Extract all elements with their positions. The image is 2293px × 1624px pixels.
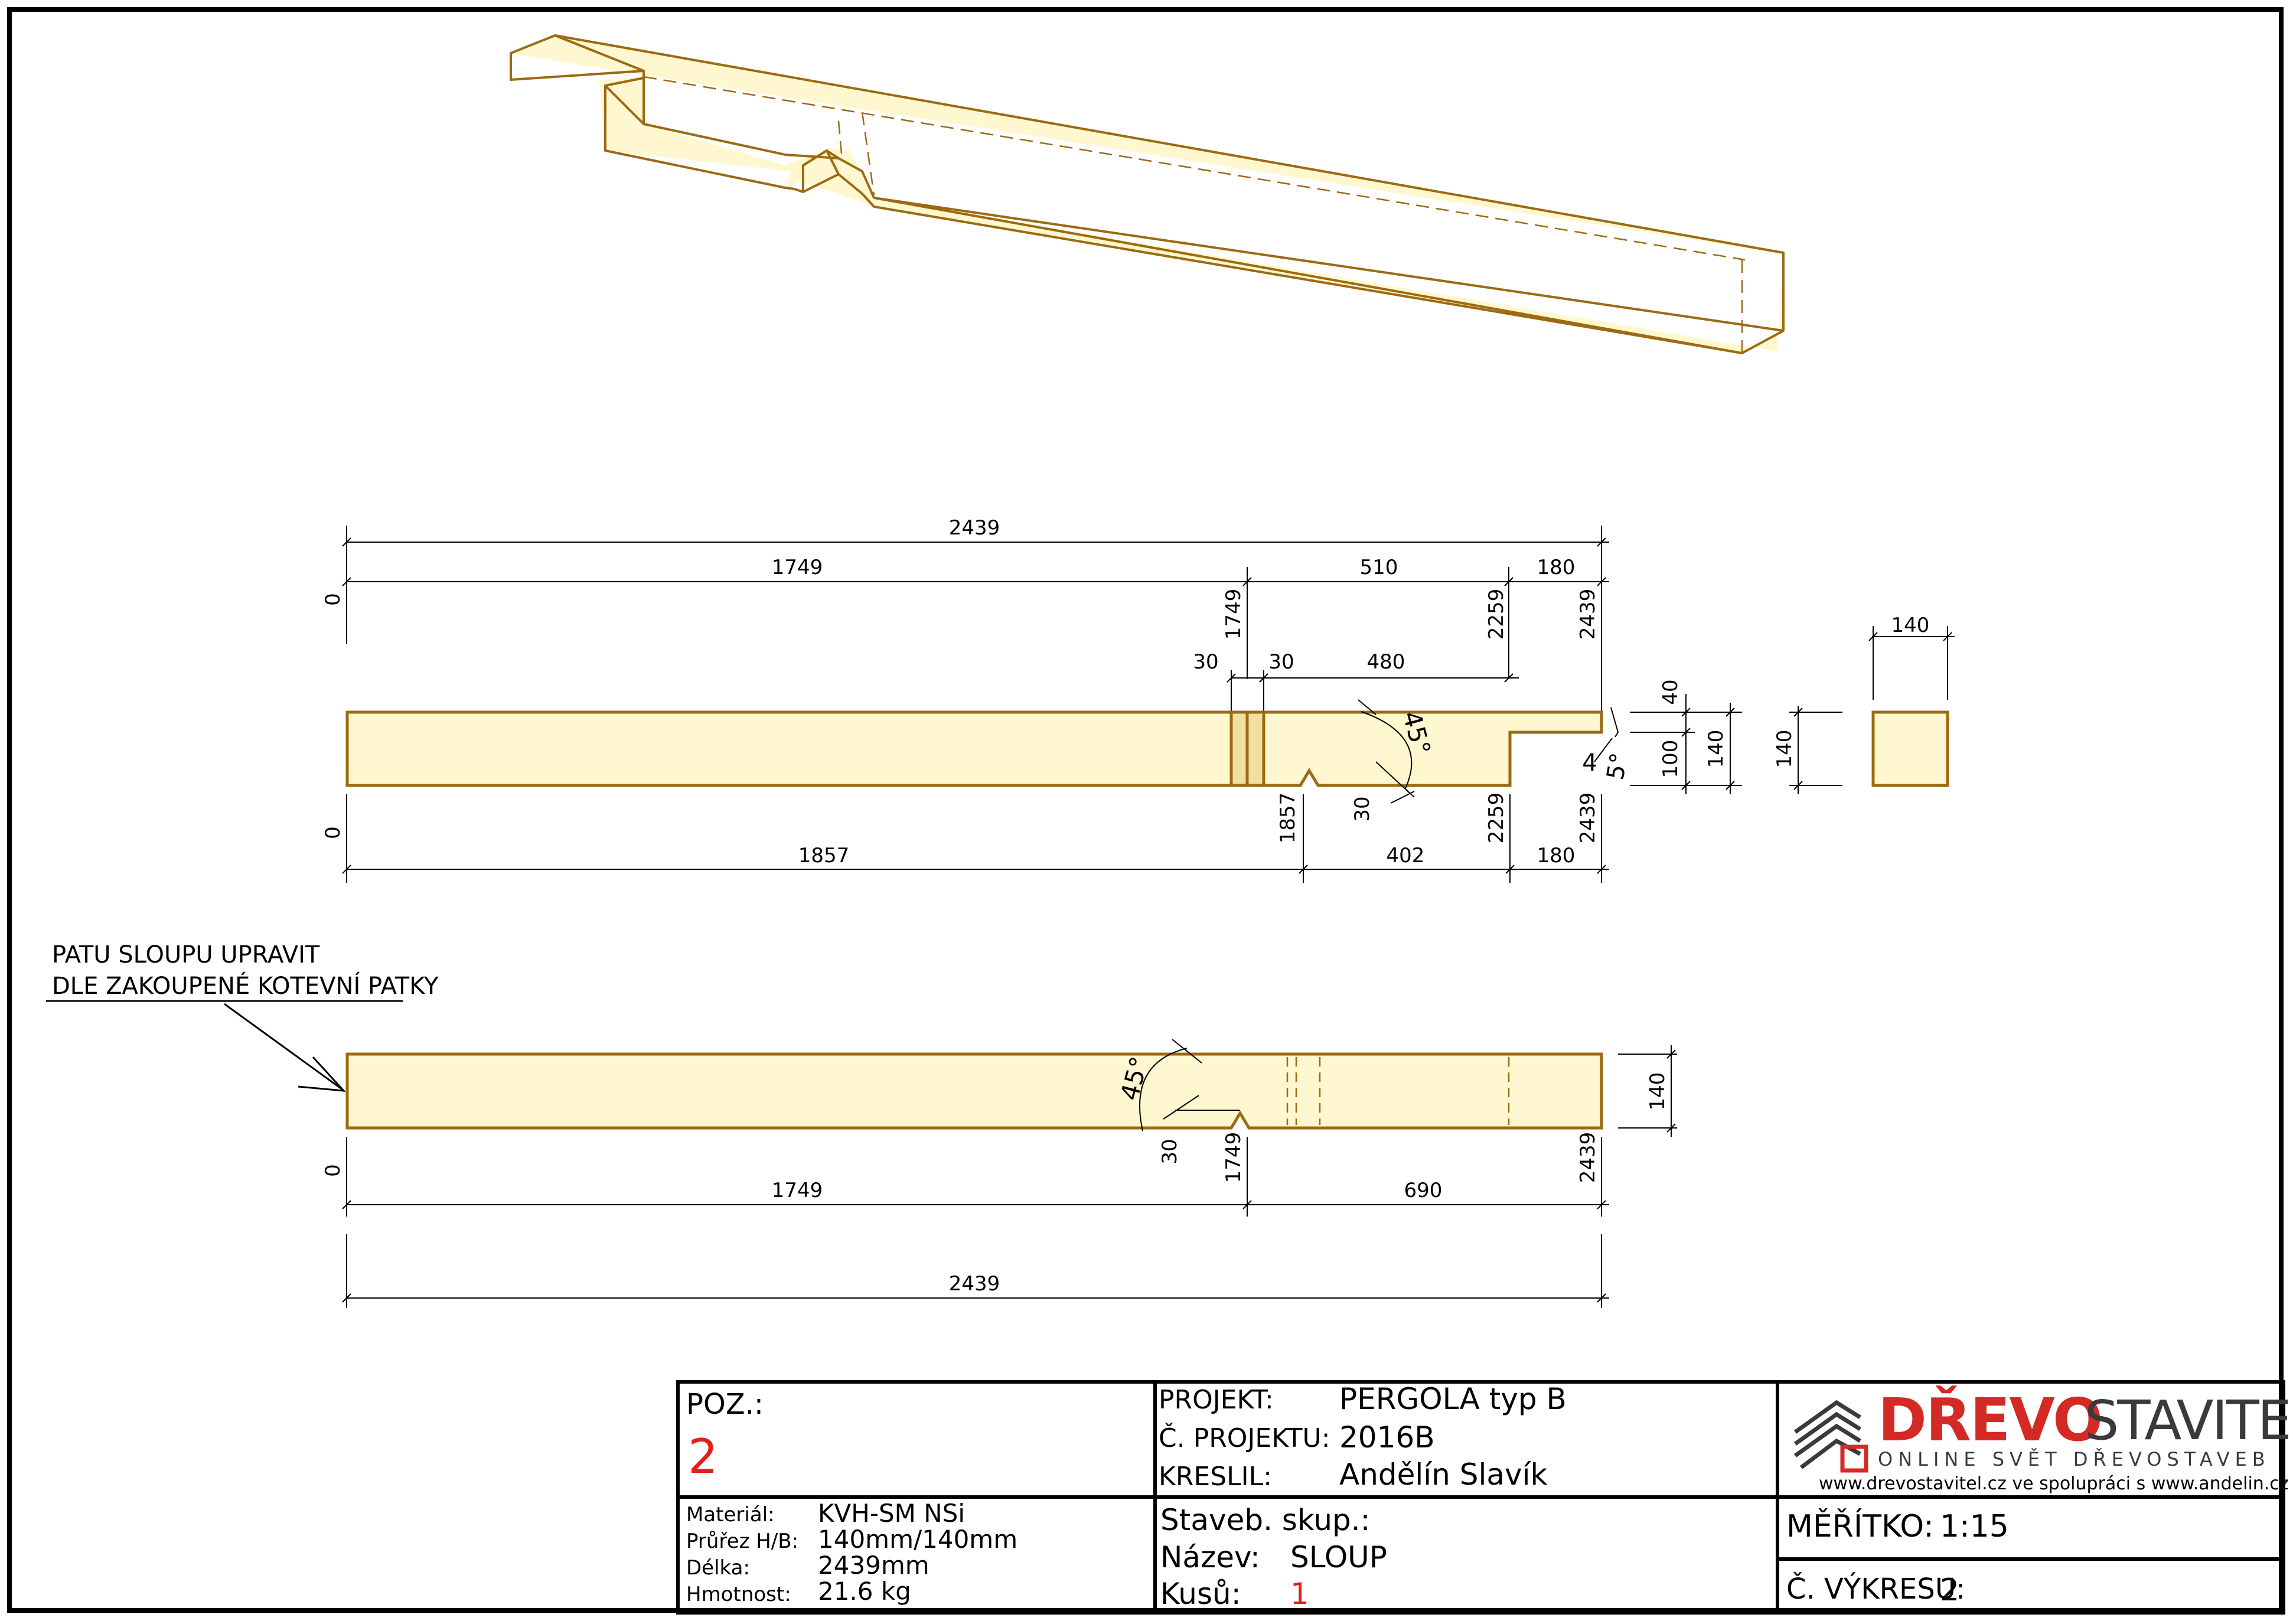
vykres-value: 2	[1940, 1573, 1960, 1608]
iso-top-face	[511, 35, 1783, 254]
ord-2439: 2439	[1576, 589, 1600, 640]
dim-510: 510	[1360, 556, 1398, 579]
note-line-2: DLE ZAKOUPENÉ KOTEVNÍ PATKY	[52, 971, 439, 1000]
prurez-value: 140mm/140mm	[818, 1525, 1018, 1554]
delka-label: Délka:	[686, 1556, 750, 1580]
logo-text-stavitel: STAVITEL	[2085, 1389, 2293, 1452]
front-dim-5deg: 5°	[1602, 751, 1633, 782]
dim-40: 40	[1659, 679, 1682, 705]
side-dim-total-2439: 2439	[949, 1272, 1000, 1296]
dim-30-right: 30	[1268, 650, 1294, 674]
front-view-top-dim-labels: 2439 1749 510 180 0 1749 2259 2439 30 30…	[321, 516, 1600, 674]
drawing-frame	[7, 7, 2284, 1613]
staveb-skup-label: Staveb. skup.:	[1160, 1503, 1371, 1537]
projekt-label: PROJEKT:	[1159, 1385, 1274, 1415]
dim-100: 100	[1659, 740, 1682, 778]
ord-1749: 1749	[1222, 589, 1245, 640]
front-view-top-dimensions	[342, 526, 1609, 726]
ord-2259: 2259	[1485, 589, 1508, 640]
delka-value: 2439mm	[818, 1551, 929, 1580]
nazev-label: Název:	[1160, 1540, 1260, 1574]
bottom-dim-402: 402	[1387, 844, 1425, 868]
bottom-ord-2259: 2259	[1485, 793, 1508, 844]
dim-180: 180	[1537, 556, 1576, 579]
prurez-label: Průřez H/B:	[686, 1530, 799, 1553]
front-dim-4: 4	[1582, 749, 1597, 777]
iso-outline	[510, 34, 1785, 354]
ord-0: 0	[321, 593, 345, 606]
side-dim-30: 30	[1158, 1139, 1182, 1164]
front-view-bottom-dimensions	[342, 794, 1609, 883]
side-angle-annot	[1139, 1039, 1240, 1131]
dim-30-left: 30	[1193, 650, 1218, 674]
material-label: Materiál:	[686, 1503, 775, 1527]
bottom-ord-0: 0	[321, 826, 345, 839]
company-logo	[1793, 1400, 1868, 1473]
side-height-dim	[1618, 1045, 1677, 1137]
material-value: KVH-SM NSi	[818, 1499, 966, 1528]
side-dim-1749: 1749	[772, 1179, 823, 1202]
kreslil-value: Andělín Slavík	[1339, 1457, 1548, 1492]
side-dim-690: 690	[1404, 1179, 1443, 1202]
bottom-ord-2439: 2439	[1576, 793, 1600, 844]
vykres-label: Č. VÝKRESU:	[1786, 1573, 1966, 1606]
cross-section: 140 140	[1773, 614, 1955, 794]
projekt-value: PERGOLA typ B	[1339, 1382, 1567, 1416]
logo-tagline: ONLINE SVĚT DŘEVOSTAVEB	[1878, 1448, 2271, 1470]
bottom-ord-1857: 1857	[1276, 793, 1300, 844]
cislo-projektu-label: Č. PROJEKTU:	[1159, 1423, 1330, 1453]
kreslil-label: KRESLIL:	[1159, 1462, 1272, 1492]
bottom-dim-1857: 1857	[798, 844, 850, 868]
section-height-140: 140	[1773, 730, 1796, 768]
meritko-label: MĚŘÍTKO:	[1786, 1509, 1934, 1544]
note-line-1: PATU SLOUPU UPRAVIT	[52, 941, 320, 968]
side-view-dimensions	[342, 1137, 1609, 1308]
hmotnost-value: 21.6 kg	[818, 1577, 911, 1606]
logo-text-drevo: DŘEVO	[1878, 1385, 2103, 1455]
kusu-value: 1	[1290, 1577, 1309, 1611]
dim-total-2439: 2439	[949, 516, 1000, 540]
side-ord-0: 0	[321, 1164, 345, 1177]
side-ord-1749: 1749	[1222, 1132, 1245, 1183]
side-view-dim-labels: 0 1749 2439 1749 690 2439	[321, 1132, 1600, 1296]
front-view-beam	[345, 707, 1619, 787]
side-ord-2439: 2439	[1576, 1132, 1600, 1183]
front-beam-outline	[345, 710, 1603, 787]
poz-label: POZ.:	[686, 1388, 764, 1421]
front-angle-annot	[1358, 699, 1613, 804]
logo-roof-icon	[1793, 1400, 1868, 1473]
cislo-projektu-value: 2016B	[1339, 1420, 1435, 1455]
front-view-right-dims	[1630, 694, 1742, 794]
nazev-value: SLOUP	[1290, 1540, 1387, 1574]
bottom-dim-180: 180	[1537, 844, 1576, 868]
side-view-beam	[345, 1052, 1603, 1130]
title-block-grid	[676, 1380, 2285, 1615]
front-view-bottom-labels: 0 1857 2259 2439 1857 402 180	[321, 793, 1600, 868]
dim-140: 140	[1704, 730, 1728, 768]
section-width-140: 140	[1891, 614, 1930, 637]
side-dim-140: 140	[1646, 1072, 1669, 1111]
poz-value: 2	[688, 1429, 718, 1484]
front-dim-30: 30	[1351, 796, 1374, 821]
dim-480: 480	[1367, 650, 1405, 674]
kusu-label: Kusů:	[1160, 1577, 1241, 1611]
note-leader	[46, 1000, 403, 1092]
side-hidden-lines	[1286, 1057, 1510, 1125]
website-link[interactable]: www.drevostavitel.cz ve spolupráci s www…	[1819, 1473, 2289, 1494]
iso-hidden-lines	[643, 76, 1746, 353]
section-square	[1871, 710, 1949, 787]
hmotnost-label: Hmotnost:	[686, 1583, 791, 1606]
dim-1749: 1749	[772, 556, 823, 579]
meritko-value: 1:15	[1940, 1509, 2009, 1544]
isometric-view	[510, 34, 1785, 354]
